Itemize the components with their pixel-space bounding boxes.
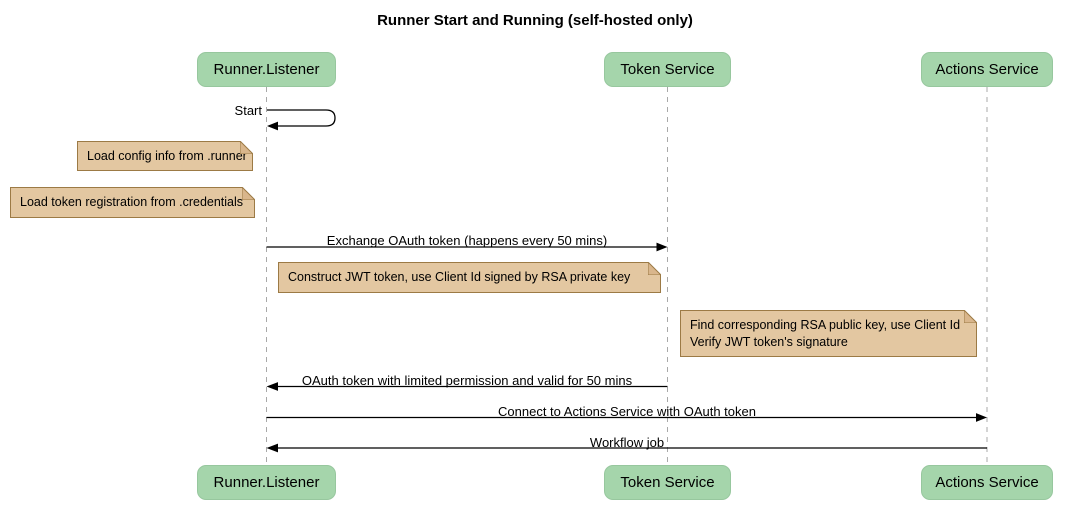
participant-label: Actions Service bbox=[935, 61, 1039, 78]
note-fold-icon bbox=[242, 187, 255, 200]
self-message-arrowhead bbox=[267, 121, 278, 131]
note-text: Construct JWT token, use Client Id signe… bbox=[288, 270, 631, 284]
participant-label: Token Service bbox=[620, 474, 715, 491]
self-message-loop-start bbox=[267, 109, 336, 127]
note-text: Load token registration from .credential… bbox=[20, 195, 244, 209]
note-load-token-registration: Load token registration from .credential… bbox=[10, 187, 255, 218]
arrowhead-oauth-token-back bbox=[266, 382, 278, 391]
note-verify-jwt: Find corresponding RSA public key, use C… bbox=[680, 310, 977, 357]
note-text: Load config info from .runner bbox=[87, 148, 247, 163]
note-construct-jwt: Construct JWT token, use Client Id signe… bbox=[278, 262, 661, 293]
note-fold-icon bbox=[240, 141, 253, 154]
participant-actions-service-bottom: Actions Service bbox=[921, 465, 1053, 500]
participant-token-service-top: Token Service bbox=[604, 52, 731, 87]
message-label-exchange-oauth: Exchange OAuth token (happens every 50 m… bbox=[326, 233, 608, 248]
arrowhead-exchange-oauth bbox=[656, 242, 668, 252]
participant-runner-listener-bottom: Runner.Listener bbox=[197, 465, 336, 500]
participant-actions-service-top: Actions Service bbox=[921, 52, 1053, 87]
note-text-line1: Find corresponding RSA public key, use C… bbox=[690, 317, 961, 332]
diagram-title: Runner Start and Running (self-hosted on… bbox=[377, 12, 693, 29]
message-label-oauth-token-back: OAuth token with limited permission and … bbox=[301, 373, 633, 388]
participant-label: Runner.Listener bbox=[213, 61, 320, 78]
message-label-connect-actions: Connect to Actions Service with OAuth to… bbox=[498, 404, 756, 419]
participant-label: Actions Service bbox=[935, 474, 1039, 491]
message-label-workflow-job: Workflow job bbox=[589, 435, 665, 450]
note-text-line2: Verify JWT token's signature bbox=[690, 334, 848, 349]
note-fold-icon bbox=[964, 310, 977, 323]
participant-label: Token Service bbox=[620, 61, 715, 78]
participant-runner-listener-top: Runner.Listener bbox=[197, 52, 336, 87]
note-fold-icon bbox=[648, 262, 661, 275]
participant-token-service-bottom: Token Service bbox=[604, 465, 731, 500]
note-load-config: Load config info from .runner bbox=[77, 141, 253, 171]
arrowhead-workflow-job bbox=[266, 443, 278, 453]
participant-label: Runner.Listener bbox=[213, 474, 320, 491]
message-label-start: Start bbox=[234, 103, 262, 118]
arrowhead-connect-actions bbox=[976, 413, 987, 422]
